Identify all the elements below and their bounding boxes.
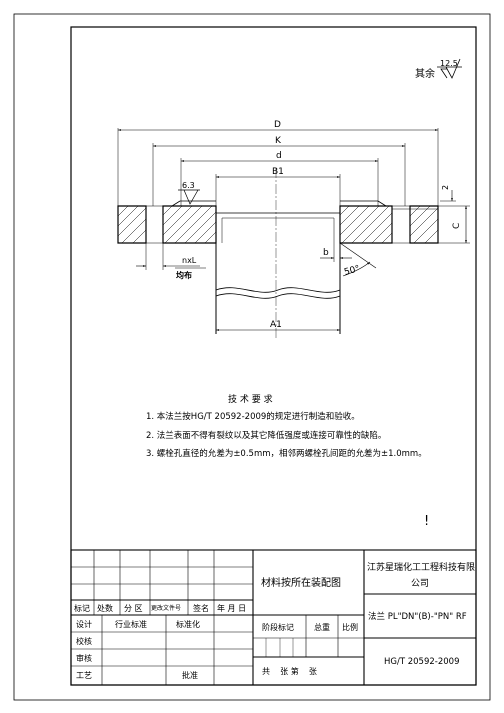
tb-weight: 总重	[314, 622, 330, 632]
tb-date: 年 月 日	[217, 603, 246, 613]
dim-C-label: C	[452, 223, 462, 229]
pipe-view	[215, 212, 341, 334]
tb-design: 设计	[76, 619, 92, 629]
tech-title: 技 术 要 求	[228, 393, 273, 405]
tb-process: 工艺	[76, 671, 92, 680]
tb-approve: 批准	[182, 670, 198, 680]
dim-C: C	[438, 205, 470, 244]
dim-d: d	[180, 151, 379, 206]
tb-change-doc: 更改文件号	[151, 604, 181, 612]
roughness-symbol: 其余 12.5	[415, 58, 462, 80]
roughness-label: 其余	[415, 67, 435, 80]
dim-nxL: nxL 均布	[136, 243, 206, 280]
outer-border	[13, 13, 491, 701]
tech-item-2: 2. 法兰表面不得有裂纹以及其它降低强度或连接可靠性的缺陷。	[146, 430, 386, 441]
dim-angle-label: 50°	[343, 264, 361, 278]
tb-stage: 阶段标记	[262, 622, 294, 632]
flange-section-right	[339, 200, 439, 244]
dim-angle: 50°	[339, 242, 377, 278]
tb-material: 材料按所在装配图	[261, 576, 341, 589]
exclaim-mark: !	[424, 514, 429, 529]
dim-d-label: d	[276, 151, 282, 161]
dim-K: K	[152, 136, 406, 206]
tb-company-1: 江苏星瑞化工工程科技有限	[367, 561, 475, 573]
dim-A1: A1	[216, 320, 340, 331]
face-roughness: 6.3	[178, 181, 200, 205]
tb-company-2: 公司	[411, 578, 429, 589]
tb-std-r: 标准化	[176, 619, 200, 629]
roughness-value: 12.5	[440, 59, 458, 68]
dim-D-label: D	[274, 120, 281, 130]
face-roughness-value: 6.3	[182, 181, 195, 190]
dim-A1-label: A1	[270, 320, 282, 330]
dim-D: D	[117, 120, 439, 206]
tb-std-no: HG/T 20592-2009	[384, 657, 459, 667]
tb-review: 审核	[76, 653, 92, 663]
dim-2: 2	[440, 185, 456, 202]
dim-even-label: 均布	[176, 270, 192, 280]
dim-b: b	[320, 243, 352, 262]
tb-mark: 标记	[74, 603, 90, 613]
tech-requirements: 技 术 要 求 1. 本法兰按HG/T 20592-2009的规定进行制造和验收…	[146, 393, 427, 459]
tb-part: 法兰 PL"DN"(B)-"PN" RF	[368, 611, 467, 622]
flange-section-left	[117, 200, 217, 244]
tb-sign: 签名	[193, 603, 209, 613]
dim-nxL-label: nxL	[182, 256, 197, 265]
tb-count: 处数	[97, 603, 113, 613]
tech-item-1: 1. 本法兰按HG/T 20592-2009的规定进行制造和验收。	[146, 411, 360, 422]
tb-zone: 分 区	[124, 604, 143, 613]
tb-check: 校核	[76, 636, 92, 646]
title-block: 标记 处数 分 区 更改文件号 签名 年 月 日 设计 行业标准 标准化 校核 …	[70, 549, 477, 686]
dim-K-label: K	[275, 136, 282, 146]
tb-scale: 比例	[342, 622, 358, 632]
tb-sheets: 共 张 第 张	[262, 666, 317, 676]
tech-item-3: 3. 螺栓孔直径的允差为±0.5mm，相邻两螺栓孔间距的允差为±1.0mm。	[146, 448, 427, 459]
dim-b-label: b	[323, 248, 329, 258]
tb-std-l: 行业标准	[115, 619, 147, 629]
dim-B1-label: B1	[272, 167, 284, 177]
dim-B1: B1	[215, 167, 341, 206]
dim-2-label: 2	[441, 185, 450, 190]
